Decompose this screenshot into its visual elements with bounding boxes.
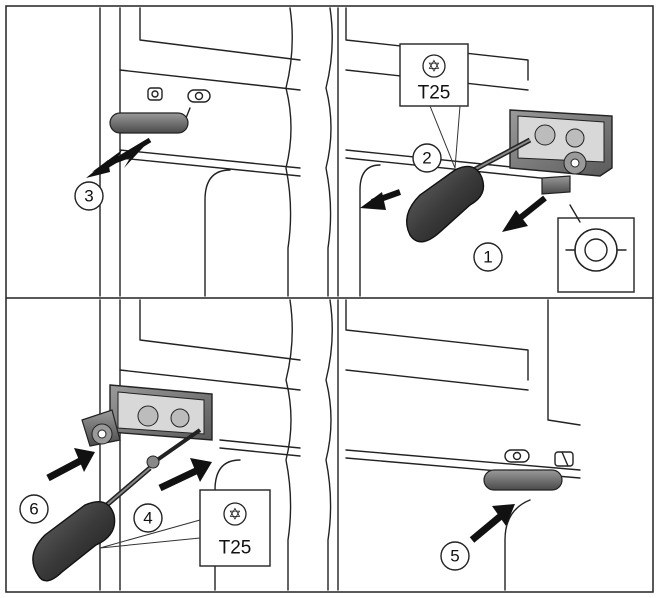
svg-text:3: 3 [84,187,93,206]
svg-text:2: 2 [422,149,431,168]
hinge-bracket-top [509,109,613,177]
clip-detail-inset [557,204,635,293]
cover-plug-bottom [483,469,563,491]
torx-callout-top: ✡ T25 [399,43,469,169]
arrow-step-4-head [190,458,212,482]
torx-size-label-bottom: T25 [219,538,252,559]
arrow-step-5-head [492,504,515,526]
arrow-step-5-shaft [469,512,505,543]
arrow-step-3-head [86,160,110,178]
torx-star-icon: ✡ [427,57,440,76]
arrow-step-1-head [502,210,528,232]
screwdriver-bottom [32,466,152,582]
torx-star-icon-bottom: ✡ [228,505,241,524]
svg-text:5: 5 [450,547,459,566]
hinge-clip [541,175,571,195]
top-panel: ✡ T25 3 2 1 [74,7,635,297]
step-marker-6: 6 [19,494,49,524]
arrow-step-6-head [74,448,95,472]
hinge-screw [146,428,202,469]
cover-plug [109,112,189,134]
svg-text:1: 1 [483,248,492,267]
svg-text:6: 6 [29,500,38,519]
svg-text:4: 4 [143,509,152,528]
hinge-bracket-bottom [81,384,213,447]
step-marker-5: 5 [440,541,470,571]
arrow-step-4-shaft [158,466,200,492]
torx-callout-bottom: ✡ T25 [99,489,271,567]
arrow-step-6-shaft [46,456,84,482]
step-marker-3: 3 [74,181,104,211]
step-marker-1: 1 [473,242,503,272]
torx-size-label: T25 [418,83,451,104]
bottom-panel: ✡ T25 6 4 5 [19,299,581,591]
screwdriver-top [406,137,532,243]
arrow-step-2-head [360,192,386,210]
step-marker-2: 2 [412,143,442,173]
step-marker-4: 4 [133,503,163,533]
